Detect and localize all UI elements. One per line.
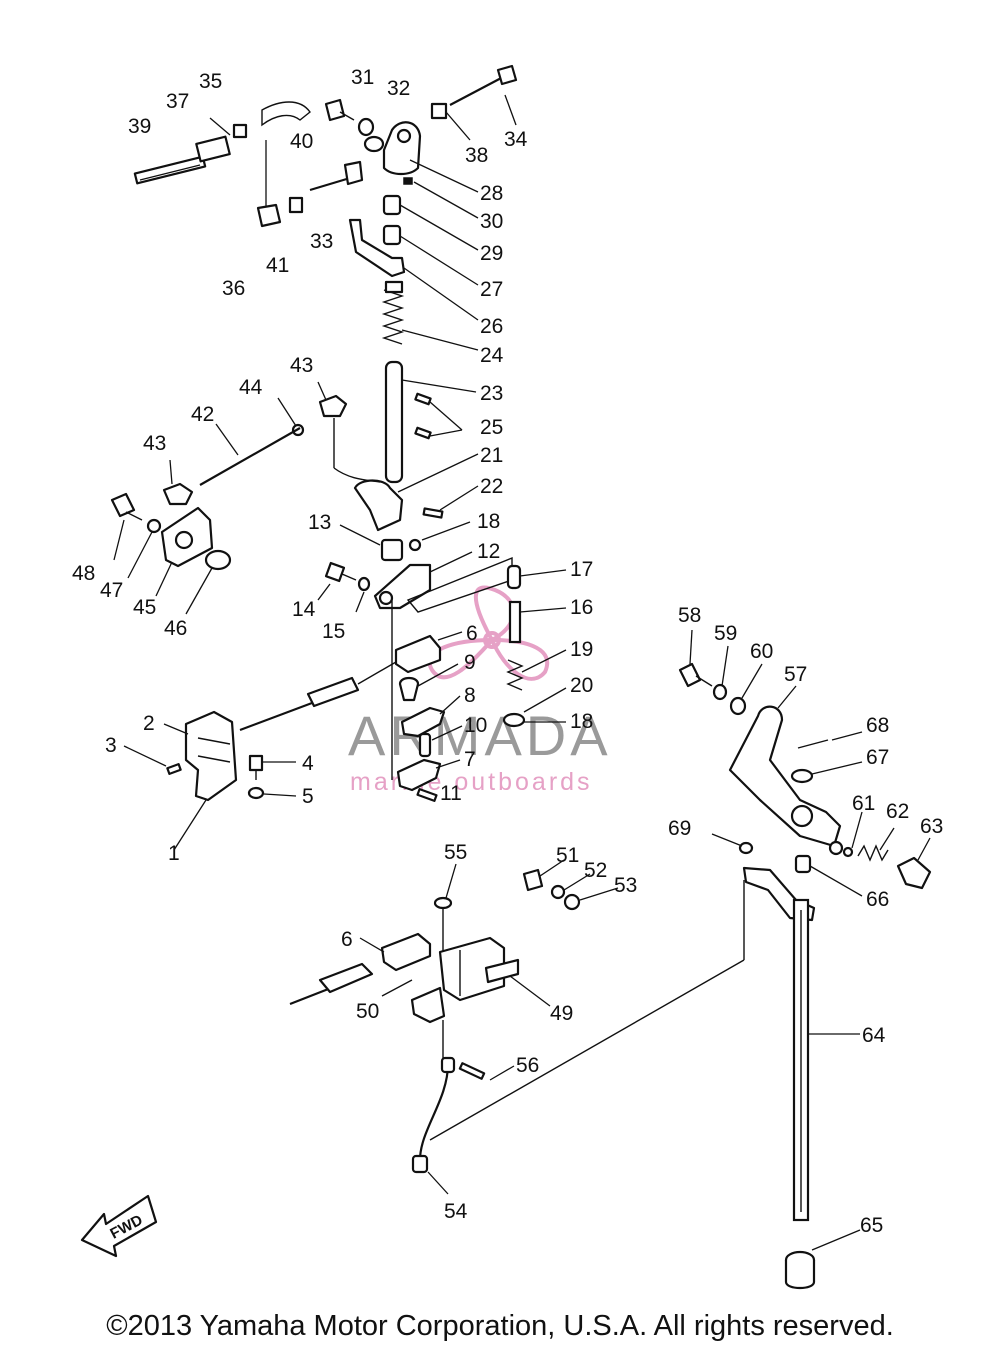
label-24: 24 — [480, 344, 504, 367]
label-36: 36 — [222, 277, 245, 300]
right-shift-assembly — [678, 629, 932, 1290]
label-54: 54 — [444, 1200, 468, 1223]
label-58: 58 — [678, 604, 701, 627]
label-27: 27 — [480, 278, 503, 301]
label-44: 44 — [239, 376, 263, 399]
label-46: 46 — [164, 617, 187, 640]
label-69: 69 — [668, 817, 691, 840]
part-number-labels: 31 32 35 37 39 40 38 34 28 30 33 29 41 2… — [72, 66, 943, 1237]
label-61: 61 — [852, 792, 875, 815]
label-55: 55 — [444, 841, 467, 864]
propeller-logo-icon — [427, 585, 549, 681]
watermark-tagline: marine outboards — [350, 768, 593, 796]
label-67: 67 — [866, 746, 889, 769]
label-47: 47 — [100, 579, 123, 602]
fwd-arrow-icon: FWD — [80, 1194, 158, 1258]
label-40: 40 — [290, 130, 313, 153]
label-2: 2 — [143, 712, 155, 735]
label-19: 19 — [570, 638, 593, 661]
label-5: 5 — [302, 785, 314, 808]
label-18-upper: 18 — [477, 510, 500, 533]
label-25: 25 — [480, 416, 503, 439]
label-30: 30 — [480, 210, 503, 233]
label-20: 20 — [570, 674, 593, 697]
label-56: 56 — [516, 1054, 539, 1077]
shaft-assembly — [317, 360, 513, 780]
label-53: 53 — [614, 874, 637, 897]
label-23: 23 — [480, 382, 503, 405]
watermark: ARMADA marine outboards — [348, 585, 612, 796]
label-11: 11 — [440, 782, 462, 805]
lower-link-assembly — [123, 631, 463, 851]
label-1: 1 — [168, 842, 180, 865]
label-22: 22 — [480, 475, 503, 498]
label-50: 50 — [356, 1000, 379, 1023]
top-throttle-assembly — [133, 64, 518, 351]
label-43-upper: 43 — [290, 354, 313, 377]
label-64: 64 — [862, 1024, 886, 1047]
label-52: 52 — [584, 859, 607, 882]
label-43-lower: 43 — [143, 432, 166, 455]
label-6-upper: 6 — [466, 622, 478, 645]
label-12: 12 — [477, 540, 500, 563]
label-63: 63 — [920, 815, 943, 838]
watermark-brand: ARMADA — [348, 704, 612, 767]
label-41: 41 — [266, 254, 289, 277]
label-51: 51 — [556, 844, 579, 867]
label-65: 65 — [860, 1214, 883, 1237]
label-10: 10 — [464, 714, 487, 737]
label-35: 35 — [199, 70, 222, 93]
label-42: 42 — [191, 403, 214, 426]
label-15: 15 — [322, 620, 345, 643]
label-14: 14 — [292, 598, 316, 621]
label-28: 28 — [480, 182, 503, 205]
label-49: 49 — [550, 1002, 573, 1025]
label-62: 62 — [886, 800, 909, 823]
label-3: 3 — [105, 734, 117, 757]
label-60: 60 — [750, 640, 773, 663]
label-39: 39 — [128, 115, 151, 138]
label-48: 48 — [72, 562, 95, 585]
label-21: 21 — [480, 444, 503, 467]
label-31: 31 — [351, 66, 374, 89]
copyright-notice: ©2013 Yamaha Motor Corporation, U.S.A. A… — [106, 1310, 894, 1342]
label-6-lower: 6 — [341, 928, 353, 951]
label-26: 26 — [480, 315, 503, 338]
label-32: 32 — [387, 77, 410, 100]
label-33: 33 — [310, 230, 333, 253]
left-link-assembly — [110, 381, 381, 615]
label-57: 57 — [784, 663, 807, 686]
label-66: 66 — [866, 888, 889, 911]
label-37: 37 — [166, 90, 189, 113]
label-13: 13 — [308, 511, 331, 534]
label-17: 17 — [570, 558, 593, 581]
label-9: 9 — [464, 651, 476, 674]
label-29: 29 — [480, 242, 503, 265]
spring-pin-set — [502, 564, 567, 728]
label-4: 4 — [302, 752, 314, 775]
label-59: 59 — [714, 622, 737, 645]
label-38: 38 — [465, 144, 488, 167]
bottom-shift-assembly — [289, 859, 745, 1195]
label-7: 7 — [464, 748, 476, 771]
label-34: 34 — [504, 128, 528, 151]
label-68: 68 — [866, 714, 889, 737]
label-18-lower: 18 — [570, 710, 593, 733]
label-45: 45 — [133, 596, 156, 619]
label-16: 16 — [570, 596, 593, 619]
label-8: 8 — [464, 684, 476, 707]
